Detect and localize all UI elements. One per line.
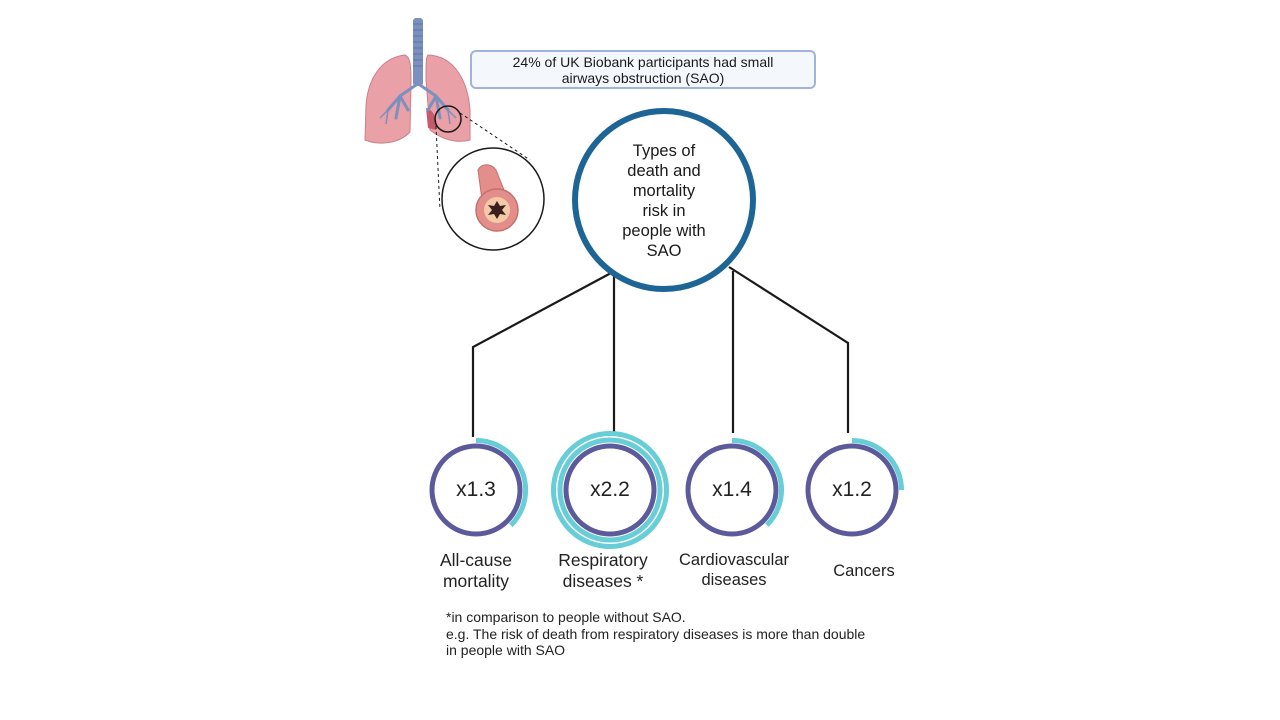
center-line-5: people with <box>622 222 706 240</box>
footnote: *in comparison to people without SAO. e.… <box>446 609 906 659</box>
label-cardiovascular-line-2: diseases <box>701 571 767 589</box>
label-all-cause-line-2: mortality <box>442 571 510 591</box>
label-cardiovascular-line-1: Cardiovascular <box>678 551 790 569</box>
multiplier-all-cause: x1.3 <box>456 478 496 501</box>
multiplier-cancers: x1.2 <box>832 478 872 501</box>
risk-node-all-cause <box>429 437 529 537</box>
risk-ring-cardiovascular <box>685 443 779 537</box>
center-line-6: SAO <box>646 242 682 260</box>
risk-arc-cancers <box>851 438 904 491</box>
footnote-line-3: in people with SAO <box>446 642 566 658</box>
risk-arc-cardiovascular <box>731 438 784 527</box>
center-node-text: Types of death and mortality risk in peo… <box>600 140 728 262</box>
label-respiratory-line-1: Respiratory <box>558 550 648 570</box>
center-node-ring <box>572 108 756 292</box>
risk-ring-cancers <box>805 443 899 537</box>
label-respiratory-line-2: diseases * <box>562 571 644 591</box>
risk-arc-respiratory-outer <box>551 431 669 549</box>
center-line-1: Types of <box>632 142 696 160</box>
multiplier-respiratory: x2.2 <box>590 478 630 501</box>
footnote-line-2: e.g. The risk of death from respiratory … <box>446 625 866 642</box>
connector-all-cause <box>471 272 612 437</box>
multiplier-cardiovascular: x1.4 <box>712 478 752 501</box>
connector-cancers <box>728 266 850 433</box>
label-cancers-line-1: Cancers <box>833 562 895 580</box>
label-all-cause-line-1: All-cause <box>440 550 512 570</box>
airway-cross-section-icon <box>441 147 545 251</box>
risk-ring-all-cause <box>429 443 523 537</box>
risk-node-respiratory <box>551 431 669 549</box>
label-all-cause: All-cause mortality <box>406 550 546 592</box>
center-line-2: death and <box>627 162 701 180</box>
footnote-line-1: *in comparison to people without SAO. <box>446 609 686 625</box>
label-cancers: Cancers <box>794 561 934 581</box>
connector-lines <box>471 266 850 437</box>
lungs-icon <box>364 18 471 144</box>
zoom-lines <box>435 112 531 211</box>
risk-arc-respiratory-inner <box>557 437 663 543</box>
callout-box: 24% of UK Biobank participants had small… <box>470 50 816 89</box>
callout-line-2: airways obstruction (SAO) <box>561 69 725 86</box>
risk-arc-all-cause <box>475 437 529 528</box>
risk-node-cancers <box>805 438 904 537</box>
label-respiratory: Respiratory diseases * <box>533 550 673 592</box>
callout-line-1: 24% of UK Biobank participants had small <box>512 53 774 70</box>
risk-ring-respiratory <box>563 443 657 537</box>
center-line-3: mortality <box>632 182 696 200</box>
center-line-4: risk in <box>642 202 686 220</box>
label-cardiovascular: Cardiovascular diseases <box>664 550 804 590</box>
risk-node-cardiovascular <box>685 438 784 537</box>
